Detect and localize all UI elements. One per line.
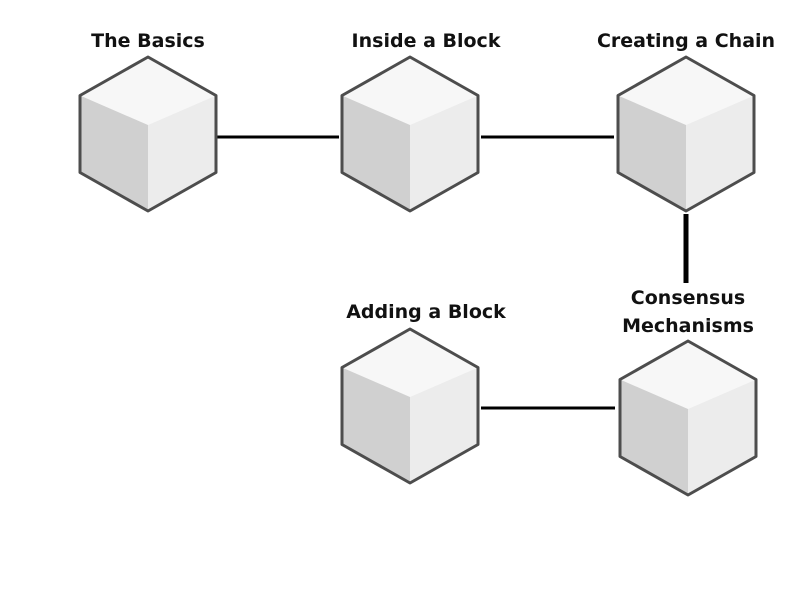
label-line: Creating a Chain — [596, 30, 776, 52]
cube-outline — [616, 55, 756, 213]
label-line: Inside a Block — [351, 30, 501, 52]
cube-chain — [616, 55, 756, 213]
cube-top-face — [620, 341, 756, 409]
cube-top-face — [342, 329, 478, 397]
label-chain: Creating a Chain — [597, 27, 775, 55]
label-adding: Adding a Block — [346, 298, 506, 326]
label-line: Mechanisms — [622, 315, 754, 337]
cube-top-face — [342, 57, 478, 125]
label-basics: The Basics — [91, 27, 205, 55]
cube-outline — [340, 55, 480, 213]
cube-adding — [340, 327, 480, 485]
cube-consensus — [618, 339, 758, 497]
label-line: Consensus — [630, 287, 746, 309]
label-line: The Basics — [91, 30, 205, 52]
cube-outline — [618, 339, 758, 497]
label-consensus: Consensus Mechanisms — [622, 284, 754, 340]
cube-outline — [340, 327, 480, 485]
label-inside: Inside a Block — [352, 27, 501, 55]
cube-outline — [78, 55, 218, 213]
cube-basics — [78, 55, 218, 213]
cube-top-face — [618, 57, 754, 125]
cubes — [78, 55, 758, 497]
cube-top-face — [80, 57, 216, 125]
connectors — [215, 135, 689, 410]
cube-inside — [340, 55, 480, 213]
label-line: Adding a Block — [346, 301, 506, 323]
